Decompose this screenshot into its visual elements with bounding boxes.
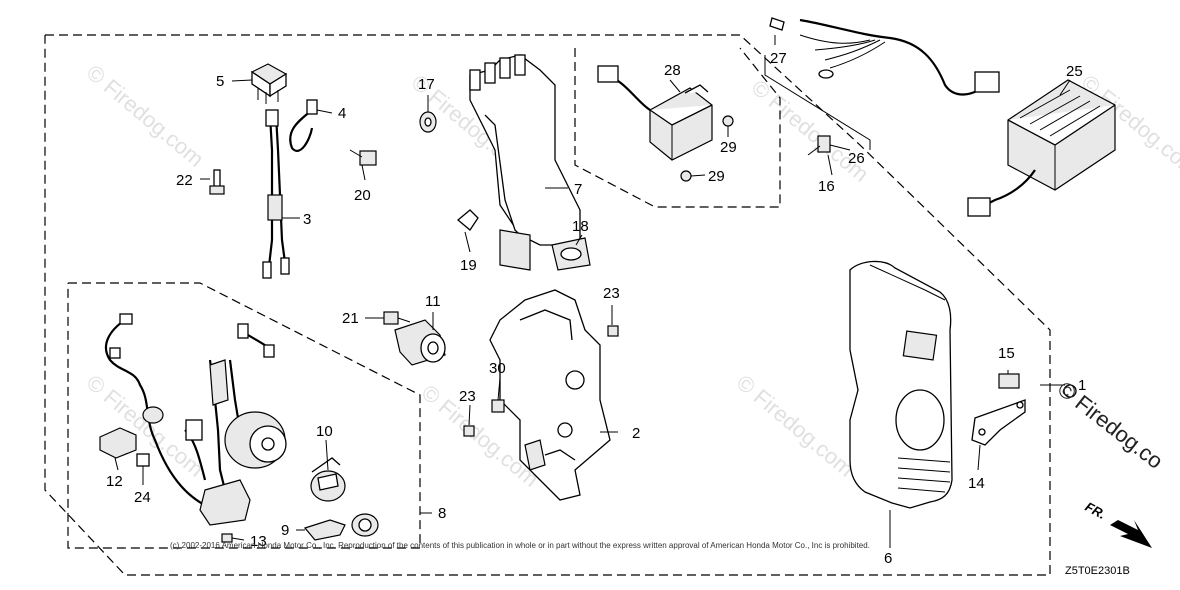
part-6-cover [849,260,953,509]
part-14-bracket [971,399,1026,446]
callout-24: 24 [134,489,151,506]
callout-12: 12 [106,473,123,490]
callout-21: 21 [342,310,359,327]
regulator-boundary [574,47,781,208]
part-grommet [351,513,379,537]
callout-20: 20 [354,187,371,204]
callout-5: 5 [216,73,224,90]
diagram-code: Z5T0E2301B [1065,565,1130,577]
callout-7: 7 [574,181,582,198]
callout-19: 19 [460,257,477,274]
callout-4: 4 [338,105,346,122]
part-12-connector [99,427,137,459]
assembly-boundary [44,34,1051,576]
callout-11: 11 [425,293,441,310]
callout-26: 26 [848,150,865,167]
callout-9: 9 [281,522,289,539]
callout-1: 1 [1078,377,1086,394]
part-19-clip [456,209,479,231]
part-24-clip [136,453,150,467]
part-8-harness [104,313,287,526]
leader-line [764,55,871,150]
part-28-module [597,65,713,161]
part-25-regulator [967,79,1116,217]
watermark-text: © Firedog.com [82,60,209,172]
part-30-bolt [491,399,505,413]
part-5-rectifier [250,63,288,104]
part-11-switch [394,319,446,366]
callout-27: 27 [770,50,787,67]
part-26-harness [799,18,1000,96]
part-18-rubber [551,237,591,271]
front-arrow-icon [1110,520,1152,548]
callout-22: 22 [176,172,193,189]
callout-10: 10 [316,423,333,440]
callouts: 5 4 3 22 20 17 7 19 18 28 29 29 27 26 25… [106,50,1086,567]
part-27-pin [769,17,785,31]
callout-3: 3 [303,211,311,228]
callout-28: 28 [664,62,681,79]
part-29-screw [680,115,734,182]
callout-6: 6 [884,550,892,567]
part-17-grommet [419,111,437,133]
callout-23-bottom: 23 [459,388,476,405]
callout-29-bottom: 29 [708,168,725,185]
callout-30: 30 [489,360,506,377]
callout-18: 18 [572,218,589,235]
part-4-ground-wire [289,99,318,152]
callout-2: 2 [632,425,640,442]
callout-16: 16 [818,178,835,195]
callout-17: 17 [418,76,435,93]
part-2-bracket [489,289,611,501]
part-10-key [310,457,346,502]
callout-23-top: 23 [603,285,620,302]
part-20-bolt [349,149,377,166]
part-21-screw [383,311,411,325]
part-3-wire [262,109,290,279]
part-15-label [998,373,1020,389]
callout-8: 8 [438,505,446,522]
copyright-notice: (c) 2002-2016 American Honda Motor Co., … [170,541,870,550]
part-23-screw [463,325,619,437]
watermark-large: © Firedog.co [1053,376,1168,473]
callout-29-top: 29 [720,139,737,156]
callout-15: 15 [998,345,1015,362]
callout-14: 14 [968,475,985,492]
leader-lines [114,35,1071,548]
watermark-text: © Firedog.com [732,370,859,482]
part-9-key [303,519,346,541]
callout-25: 25 [1066,63,1083,80]
part-1-symbol [1063,384,1077,398]
part-7-cover [469,54,581,271]
callout-13: 13 [250,533,267,550]
part-16-bolt [807,135,831,156]
part-22-bolt [209,169,225,195]
harness-boundary [67,282,421,549]
